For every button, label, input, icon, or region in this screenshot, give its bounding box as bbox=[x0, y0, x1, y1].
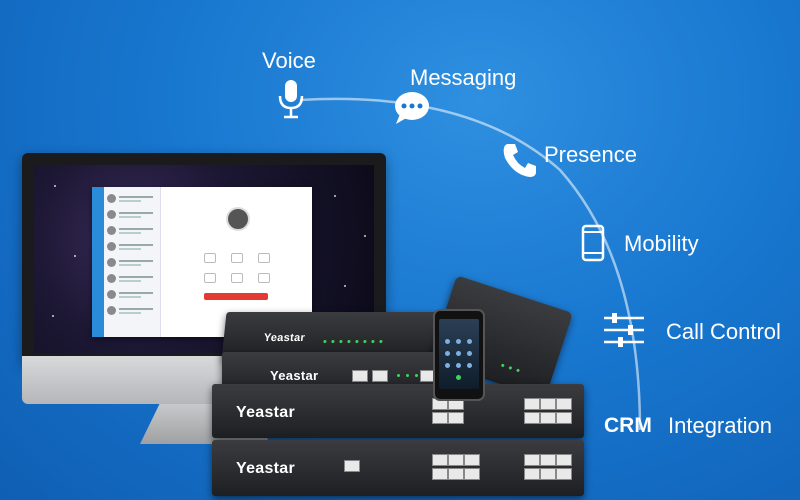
list-item[interactable] bbox=[107, 289, 157, 301]
feature-integration: Integration bbox=[668, 413, 772, 439]
keypad-icon[interactable] bbox=[231, 253, 243, 263]
app-sidebar bbox=[92, 187, 104, 337]
feature-mobility-label: Mobility bbox=[624, 231, 699, 256]
mobile-phone-icon bbox=[581, 224, 605, 262]
list-item[interactable] bbox=[107, 273, 157, 285]
feature-messaging-label: Messaging bbox=[410, 65, 517, 90]
conference-icon[interactable] bbox=[258, 273, 270, 283]
feature-presence: Presence bbox=[544, 142, 637, 168]
monitor-screen bbox=[34, 165, 374, 353]
feature-call-control-label: Call Control bbox=[666, 319, 781, 344]
crm-icon: CRM bbox=[604, 414, 652, 438]
microphone-icon bbox=[278, 80, 304, 119]
phone-handset-icon bbox=[503, 144, 536, 177]
call-panel bbox=[162, 187, 312, 337]
chat-bubble-icon bbox=[395, 92, 429, 124]
list-item[interactable] bbox=[107, 209, 157, 221]
smartphone-screen bbox=[439, 319, 479, 389]
crm-icon-text: CRM bbox=[604, 414, 652, 437]
hang-up-button[interactable] bbox=[204, 293, 268, 300]
feature-call-control: Call Control bbox=[666, 319, 781, 345]
pbx-rack-unit-2: Yeastar bbox=[212, 440, 584, 496]
pbx-rack-unit-1: Yeastar bbox=[212, 384, 584, 438]
transfer-icon[interactable] bbox=[204, 273, 216, 283]
list-item[interactable] bbox=[107, 241, 157, 253]
list-item[interactable] bbox=[107, 193, 157, 205]
brand-logo: Yeastar bbox=[236, 404, 296, 421]
sliders-icon bbox=[604, 313, 644, 347]
mute-icon[interactable] bbox=[258, 253, 270, 263]
feature-presence-label: Presence bbox=[544, 142, 637, 167]
feature-voice-label: Voice bbox=[262, 48, 316, 73]
list-item[interactable] bbox=[107, 257, 157, 269]
brand-logo: Yeastar bbox=[263, 332, 306, 344]
softphone-app-window bbox=[92, 187, 312, 337]
feature-messaging: Messaging bbox=[410, 65, 516, 91]
feature-mobility: Mobility bbox=[624, 231, 699, 257]
record-icon[interactable] bbox=[231, 273, 243, 283]
contact-list bbox=[104, 187, 161, 337]
smartphone bbox=[433, 309, 485, 401]
list-item[interactable] bbox=[107, 225, 157, 237]
hold-icon[interactable] bbox=[204, 253, 216, 263]
feature-integration-label: Integration bbox=[668, 413, 772, 438]
list-item[interactable] bbox=[107, 305, 157, 317]
brand-logo: Yeastar bbox=[236, 460, 296, 477]
brand-logo: Yeastar bbox=[270, 368, 319, 383]
feature-voice: Voice bbox=[262, 48, 316, 74]
avatar bbox=[226, 207, 250, 231]
